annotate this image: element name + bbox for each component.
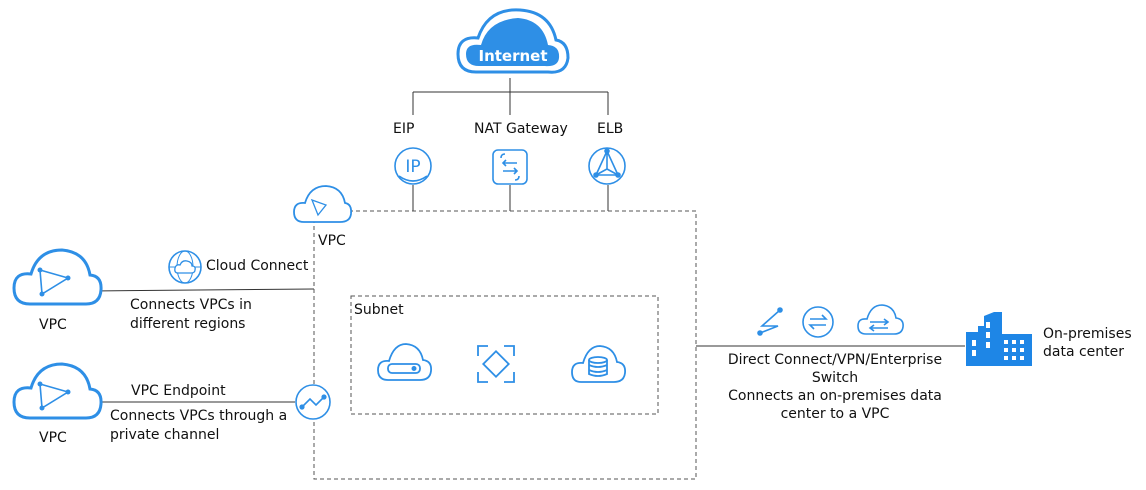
direct-connect-line-2: Switch xyxy=(811,370,859,386)
direct-connect-line-1: Direct Connect/VPN/Enterprise xyxy=(727,352,943,368)
onprem-label-1: On-premises xyxy=(1043,326,1132,342)
endpoint-icon xyxy=(295,384,331,420)
connector-lines xyxy=(91,78,965,403)
cloud-connect-label: Cloud Connect xyxy=(206,258,309,274)
eip-glyph: IP xyxy=(405,157,420,177)
globe-cloud-icon xyxy=(168,250,202,284)
cloud-connect-desc-2: different regions xyxy=(130,316,246,332)
vpn-icon xyxy=(802,306,834,338)
database-cloud-icon xyxy=(571,345,626,383)
vpc-endpoint-label: VPC Endpoint xyxy=(131,383,226,399)
nat-gateway-label: NAT Gateway xyxy=(474,121,568,137)
cloud-icon xyxy=(456,8,570,74)
eip-label: EIP xyxy=(393,121,415,137)
switch-cloud-icon xyxy=(857,304,904,335)
ecs-cloud-icon xyxy=(377,343,432,381)
vpc-cloud-icon-remote-2 xyxy=(12,362,103,420)
onprem-label-2: data center xyxy=(1043,344,1125,360)
remote-vpc-2-label: VPC xyxy=(39,430,67,446)
internet-label: Internet xyxy=(478,47,547,65)
elb-label: ELB xyxy=(597,121,624,137)
subnet-label: Subnet xyxy=(354,302,404,318)
vpc-boundary xyxy=(313,210,697,480)
lightning-link-icon xyxy=(757,307,783,336)
vpc-endpoint-desc-1: Connects VPCs through a xyxy=(110,408,288,424)
load-balancer-icon xyxy=(588,147,626,185)
vpc-endpoint-desc-2: private channel xyxy=(110,427,220,443)
ip-icon xyxy=(394,147,432,185)
vpc-cloud-icon-remote-1 xyxy=(12,248,103,306)
vpc-cloud-icon xyxy=(293,185,353,223)
vpc-main-label: VPC xyxy=(318,233,346,249)
remote-vpc-1-label: VPC xyxy=(39,317,67,333)
building-icon xyxy=(966,312,1032,366)
direct-connect-line-3: Connects an on-premises data xyxy=(728,388,942,404)
bms-icon xyxy=(477,345,515,383)
cloud-connect-desc-1: Connects VPCs in xyxy=(130,297,252,313)
subnet-boundary xyxy=(350,295,659,415)
nat-gateway-icon xyxy=(492,149,528,185)
direct-connect-line-4: center to a VPC xyxy=(780,406,890,422)
